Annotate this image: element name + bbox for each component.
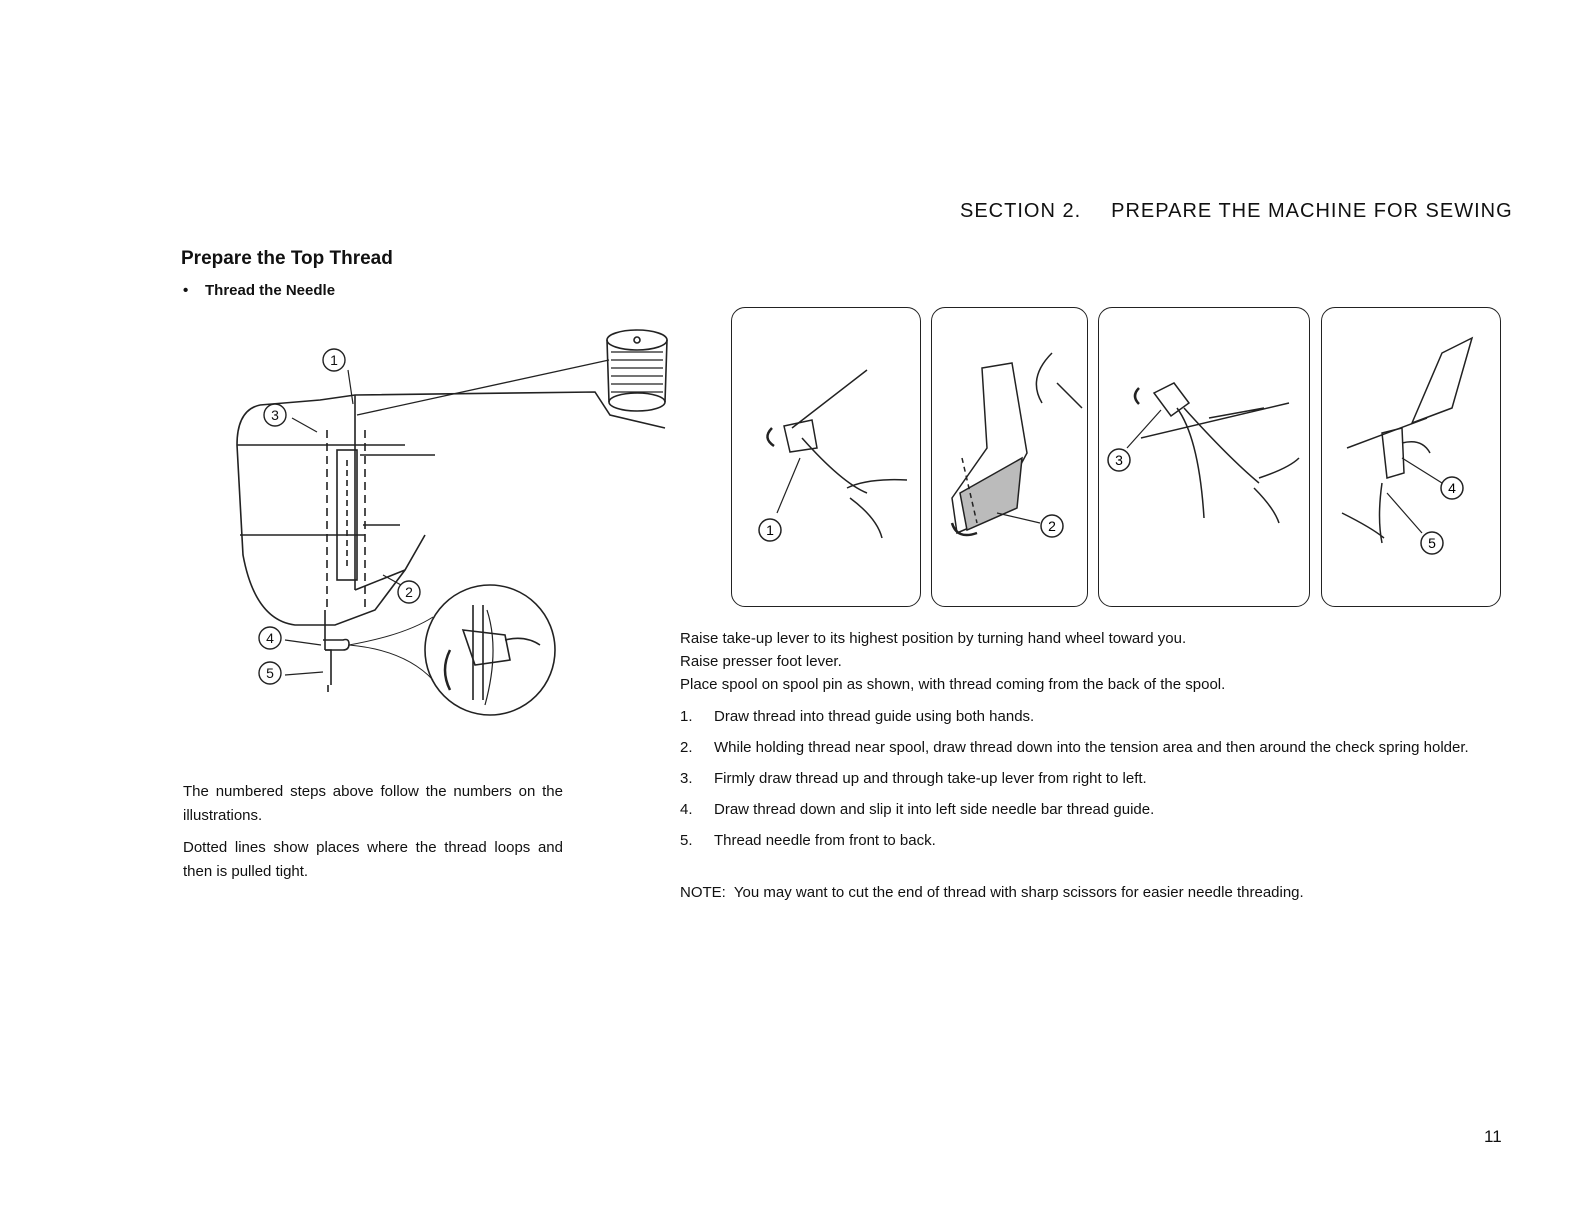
step-text: Draw thread into thread guide using both… bbox=[714, 708, 1035, 725]
step-panel-1: 1 bbox=[731, 307, 921, 607]
bullet-icon: • bbox=[183, 282, 189, 299]
step-4-illustration: 4 5 bbox=[1341, 336, 1474, 555]
step-text: Draw thread down and slip it into left s… bbox=[714, 801, 1155, 818]
step-panel-4: 4 5 bbox=[1321, 307, 1501, 607]
panel-1-callout: 1 bbox=[766, 522, 774, 538]
left-note-1: The numbered steps above follow the numb… bbox=[183, 783, 563, 824]
callout-1: 1 bbox=[330, 352, 338, 368]
note-text: You may want to cut the end of thread wi… bbox=[733, 884, 1304, 901]
page-number: 11 bbox=[1484, 1127, 1502, 1146]
subheading-text: Thread the Needle bbox=[205, 282, 336, 299]
step-number: 5. bbox=[680, 832, 693, 849]
left-notes: The numbered steps above follow the numb… bbox=[183, 780, 563, 884]
intro-line-3: Place spool on spool pin as shown, with … bbox=[680, 676, 1226, 693]
left-note-2: Dotted lines show places where the threa… bbox=[183, 839, 563, 880]
callout-3: 3 bbox=[271, 407, 279, 423]
panel-4-callout-5: 5 bbox=[1428, 535, 1436, 551]
step-panel-3: 3 bbox=[1098, 307, 1310, 607]
machine-head bbox=[259, 391, 666, 429]
callout-4: 4 bbox=[266, 630, 274, 646]
note-label: NOTE: bbox=[680, 884, 726, 901]
step-panel-2: 2 bbox=[931, 307, 1088, 607]
intro-line-1: Raise take-up lever to its highest posit… bbox=[680, 630, 1187, 647]
step-item: 4. Draw thread down and slip it into left… bbox=[680, 798, 1502, 821]
spool-icon bbox=[606, 329, 668, 412]
panel-2-callout: 2 bbox=[1048, 518, 1056, 534]
intro-line-2: Raise presser foot lever. bbox=[680, 653, 842, 670]
step-number: 3. bbox=[680, 770, 693, 787]
panel-3-callout: 3 bbox=[1115, 452, 1123, 468]
section-header: SECTION 2. PREPARE THE MACHINE FOR SEWING bbox=[960, 200, 1513, 223]
step-1-illustration: 1 bbox=[758, 369, 908, 542]
step-number: 1. bbox=[680, 708, 693, 725]
step-item: 3. Firmly draw thread up and through take… bbox=[680, 767, 1502, 790]
note: NOTE: You may want to cut the end of thr… bbox=[680, 884, 1304, 901]
step-item: 2. While holding thread near spool, draw … bbox=[680, 736, 1502, 759]
step-3-illustration: 3 bbox=[1107, 382, 1300, 524]
threading-diagram: 1 3 2 4 5 bbox=[236, 329, 668, 716]
step-number: 4. bbox=[680, 801, 693, 818]
step-text: Firmly draw thread up and through take-u… bbox=[714, 770, 1147, 787]
step-item: 5. Thread needle from front to back. bbox=[680, 829, 1502, 852]
step-2-illustration: 2 bbox=[950, 352, 1083, 538]
page-title: Prepare the Top Thread bbox=[181, 248, 393, 269]
step-text: While holding thread near spool, draw th… bbox=[714, 739, 1469, 756]
section-number: SECTION 2. bbox=[960, 200, 1082, 222]
step-text: Thread needle from front to back. bbox=[714, 832, 936, 849]
section-title: PREPARE THE MACHINE FOR SEWING bbox=[1111, 200, 1513, 222]
callout-2: 2 bbox=[405, 584, 413, 600]
callout-5: 5 bbox=[266, 665, 274, 681]
step-item: 1. Draw thread into thread guide using bo… bbox=[680, 705, 1502, 728]
panel-4-callout-4: 4 bbox=[1448, 480, 1456, 496]
subheading: • Thread the Needle bbox=[183, 282, 335, 299]
step-number: 2. bbox=[680, 739, 693, 756]
steps-list: 1. Draw thread into thread guide using bo… bbox=[680, 705, 1502, 860]
intro-instructions: Raise take-up lever to its highest posit… bbox=[680, 627, 1500, 696]
